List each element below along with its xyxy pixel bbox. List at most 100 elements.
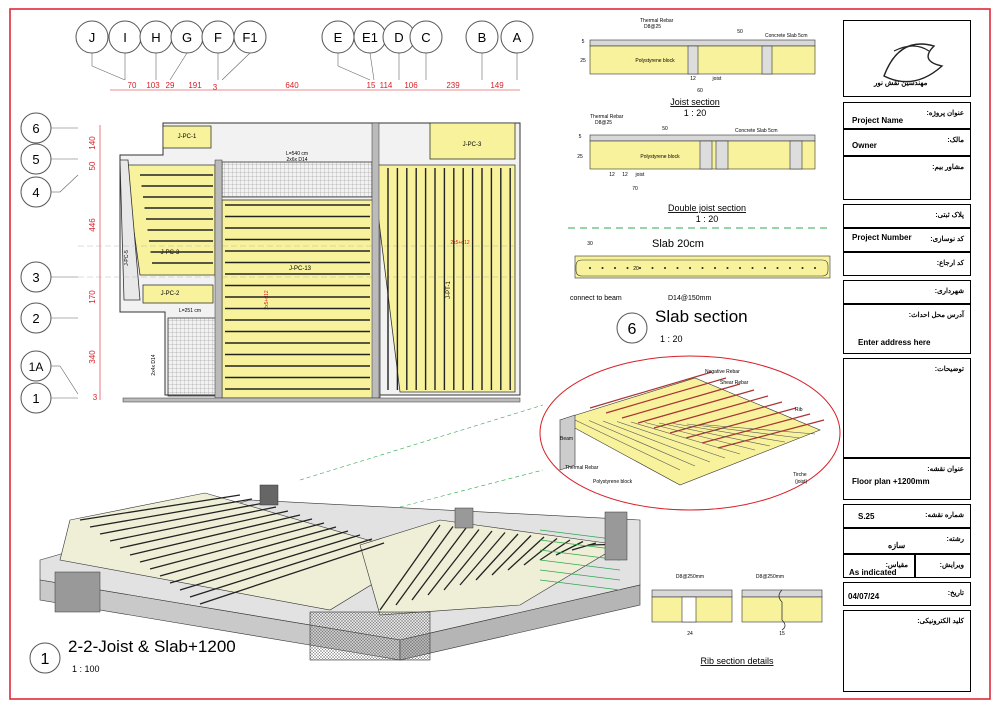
svg-text:F: F [214,30,222,45]
iso-joist [507,536,545,571]
svg-text:joist: joist [712,76,723,82]
grid-bubble-A: A [500,20,534,80]
grid-bubble-1A: 1A [20,350,79,395]
svg-text:Rib section details: Rib section details [700,656,774,666]
svg-text:J-PC-2: J-PC-2 [161,291,180,297]
svg-text:Tirche: Tirche [793,472,807,478]
svg-text:15: 15 [367,81,376,90]
svg-text:Concrete Slab 5cm: Concrete Slab 5cm [765,33,808,39]
svg-text:Polystyrene block: Polystyrene block [640,154,680,160]
owner: Owner [852,141,877,150]
scale-cell: مقیاس: As indicated [843,554,915,578]
iso-joist [169,530,349,584]
svg-text:1A: 1A [29,360,44,374]
svg-text:2x6x D14: 2x6x D14 [286,157,307,163]
isometric-view [39,484,641,661]
svg-text:connect to beam: connect to beam [570,295,622,302]
svg-text:D8@25: D8@25 [644,24,661,30]
svg-text:A: A [513,30,522,45]
svg-text:3: 3 [32,270,39,285]
svg-text:50: 50 [88,161,97,170]
svg-text:103: 103 [146,81,160,90]
svg-text:1 : 100: 1 : 100 [72,664,100,674]
grid-bubble-2: 2 [20,302,78,334]
main-view-title: 1 2-2-Joist & Slab+1200 1 : 100 [29,637,236,674]
grid-bubble-6: 6 [20,112,78,144]
svg-text:24: 24 [687,631,693,637]
iso-joist [139,518,313,563]
svg-text:J-PC-3: J-PC-3 [161,250,180,256]
svg-text:170: 170 [88,290,97,304]
project-number: Project Number [852,233,912,242]
svg-text:12: 12 [690,76,696,82]
detail-grid [616,421,726,459]
sheet-title-cell: عنوان نقشه: Floor plan +1200mm [843,458,971,500]
slab-rebar-dot [639,267,641,269]
grid-bubble-F: F [201,20,235,80]
svg-text:D: D [394,30,403,45]
grid-bubble-F1: F1 [221,20,267,81]
iso-joist [395,526,454,606]
slab-rebar-dot [651,267,654,269]
slab-rebar-dot [739,267,741,269]
svg-text:Concrete Slab 5cm: Concrete Slab 5cm [735,128,778,134]
date-cell: تاریخ: 04/07/24 [843,582,971,606]
svg-text:H: H [151,30,160,45]
iso-joist [79,494,241,521]
project-number-cell: کد نوسازی: Project Number [843,228,971,252]
svg-text:50: 50 [662,126,668,132]
iso-joist [189,538,373,598]
iso-joist [427,529,480,596]
svg-text:Shear Rebar: Shear Rebar [720,380,749,386]
svg-text:J-PC-3: J-PC-3 [463,142,482,148]
slab-rebar-dot [764,267,766,269]
svg-text:20: 20 [633,266,639,272]
svg-text:1: 1 [41,651,50,668]
svg-text:Negative Rebar: Negative Rebar [705,369,740,375]
svg-text:149: 149 [490,81,504,90]
grid-bubble-I: I [108,20,142,80]
discipline-cell: رشته: سازه [843,528,971,554]
svg-text:12: 12 [622,172,628,178]
slab-rebar-dot [664,267,666,269]
svg-text:60: 60 [697,88,703,94]
iso-joist [159,526,337,577]
svg-text:F1: F1 [242,30,257,45]
iso-rebar [539,579,621,591]
grid-bubble-E1: E1 [353,20,387,81]
svg-text:191: 191 [188,81,202,90]
detail-rib [653,395,769,429]
detail-rib [605,377,727,414]
svg-text:50: 50 [737,29,743,35]
project-name: Project Name [852,116,904,125]
svg-text:15: 15 [779,631,785,637]
svg-text:D14@150mm: D14@150mm [668,295,711,302]
svg-text:Rib: Rib [795,407,803,413]
svg-text:25: 25 [580,58,586,64]
svg-text:446: 446 [88,218,97,232]
svg-text:Thermal Rebar: Thermal Rebar [590,114,624,120]
iso-joist [475,533,519,581]
detail-grid [630,421,741,455]
grid-bubble-J: J [75,20,126,81]
svg-text:J-PC-5: J-PC-5 [124,250,130,266]
svg-text:C: C [421,30,430,45]
electronic-key-cell: کلید الکترونیکی: [843,610,971,692]
detail-rib [669,401,783,434]
svg-text:140: 140 [88,136,97,150]
slab-section: Slab 20cm 30 20 connect to beam D14@150m… [570,238,831,344]
grid-bubble-B: B [465,20,499,80]
sheet-number-cell: شماره نقشه: S.25 [843,504,971,528]
svg-text:I: I [123,30,127,45]
logo-cell: مهندسین نقش نور [843,20,971,97]
detail-rib [589,371,713,409]
iso-joist [99,502,265,535]
svg-text:joist: joist [635,172,646,178]
detail-grid [700,424,816,435]
svg-text:29: 29 [166,81,175,90]
detail-grid [658,422,771,447]
svg-text:Thermal Rebar: Thermal Rebar [640,18,674,24]
svg-text:J-PC-1: J-PC-1 [178,134,197,140]
iso-joist [149,522,325,570]
